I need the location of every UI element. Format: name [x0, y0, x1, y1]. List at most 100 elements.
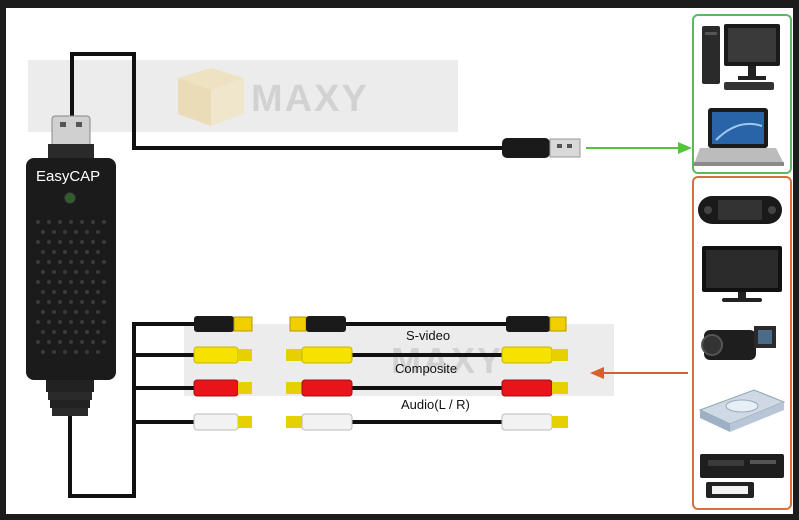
red-rca-plug-left: [193, 379, 252, 397]
connection-diagram: [26, 52, 692, 498]
grille-dot: [74, 350, 78, 354]
grille-dot: [96, 330, 100, 334]
grille-dot: [52, 290, 56, 294]
grille-dot: [36, 300, 40, 304]
grille-dot: [91, 320, 95, 324]
grille-dot: [91, 340, 95, 344]
grille-dot: [69, 260, 73, 264]
grille-dot: [41, 230, 45, 234]
grille-dot: [58, 300, 62, 304]
grille-dot: [36, 260, 40, 264]
grille-dot: [63, 330, 67, 334]
grille-dot: [69, 220, 73, 224]
grille-dot: [47, 300, 51, 304]
grille-dot: [74, 290, 78, 294]
svideo-plug-right: [506, 316, 567, 332]
grille-dot: [36, 320, 40, 324]
monitor-icon: [702, 246, 782, 302]
grille-dot: [52, 250, 56, 254]
grille-dot: [47, 260, 51, 264]
grille-dot: [47, 320, 51, 324]
camcorder-icon: [701, 326, 776, 360]
usb-cable: [70, 52, 506, 150]
grille-dot: [80, 340, 84, 344]
grille-dot: [58, 320, 62, 324]
grille-dot: [91, 240, 95, 244]
device-brand-label: EasyCAP: [36, 168, 101, 185]
grille-dot: [47, 340, 51, 344]
grille-dot: [74, 310, 78, 314]
svideo-plug-middle: [289, 316, 346, 332]
grille-dot: [47, 280, 51, 284]
grille-dot: [47, 240, 51, 244]
svideo-plug-left: [194, 316, 253, 332]
arrow-from-sources: [590, 367, 688, 379]
grille-dot: [63, 310, 67, 314]
grille-dot: [36, 240, 40, 244]
yellow-rca-plug-left: [193, 346, 252, 364]
grille-dot: [63, 290, 67, 294]
grille-dot: [58, 340, 62, 344]
yellow-rca-plug-right: [501, 346, 568, 364]
usb-plug-icon: [502, 138, 581, 158]
grille-dot: [102, 260, 106, 264]
grille-dot: [74, 250, 78, 254]
grille-dot: [96, 270, 100, 274]
grille-dot: [80, 260, 84, 264]
grille-dot: [69, 340, 73, 344]
grille-dot: [91, 260, 95, 264]
grille-dot: [102, 340, 106, 344]
grille-dot: [36, 220, 40, 224]
desktop-pc-icon: [702, 24, 780, 90]
av-cable-trunk: [68, 322, 196, 498]
grille-dot: [52, 270, 56, 274]
grille-dot: [63, 270, 67, 274]
grille-dot: [85, 310, 89, 314]
grille-dot: [74, 230, 78, 234]
grille-dot: [91, 280, 95, 284]
vcr-icon: [700, 454, 784, 498]
grille-dot: [85, 350, 89, 354]
grille-dot: [69, 300, 73, 304]
grille-dot: [102, 320, 106, 324]
computer-panel: [692, 14, 792, 174]
grille-dot: [102, 240, 106, 244]
grille-dot: [58, 220, 62, 224]
grille-dot: [69, 320, 73, 324]
grille-dot: [96, 350, 100, 354]
composite-label: Composite: [395, 361, 458, 376]
grille-dot: [102, 220, 106, 224]
red-rca-plug-middle: [286, 379, 353, 397]
grille-dot: [80, 280, 84, 284]
dvd-player-icon: [698, 389, 786, 432]
grille-dot: [41, 350, 45, 354]
white-rca-plug-right: [501, 413, 568, 431]
grille-dot: [74, 330, 78, 334]
watermark-band-top: [28, 60, 458, 132]
grille-dot: [102, 300, 106, 304]
grille-dot: [52, 310, 56, 314]
easycap-device: [26, 158, 116, 416]
grille-dot: [69, 240, 73, 244]
svideo-label: S-video: [406, 328, 451, 343]
grille-dot: [41, 290, 45, 294]
grille-dot: [63, 230, 67, 234]
grille-dot: [36, 280, 40, 284]
grille-dot: [41, 330, 45, 334]
grille-dot: [96, 250, 100, 254]
grille-dot: [80, 240, 84, 244]
grille-dot: [58, 240, 62, 244]
grille-dot: [74, 270, 78, 274]
grille-dot: [85, 230, 89, 234]
grille-dot: [80, 300, 84, 304]
grille-dot: [91, 220, 95, 224]
sources-panel: [692, 176, 792, 510]
grille-dot: [52, 330, 56, 334]
arrow-to-computer: [586, 142, 692, 154]
grille-dot: [47, 220, 51, 224]
grille-dot: [52, 230, 56, 234]
white-rca-plug-left: [193, 413, 252, 431]
grille-dot: [58, 280, 62, 284]
yellow-rca-plug-middle: [286, 346, 353, 364]
diagram-canvas: MAXY MAXY: [6, 8, 793, 514]
